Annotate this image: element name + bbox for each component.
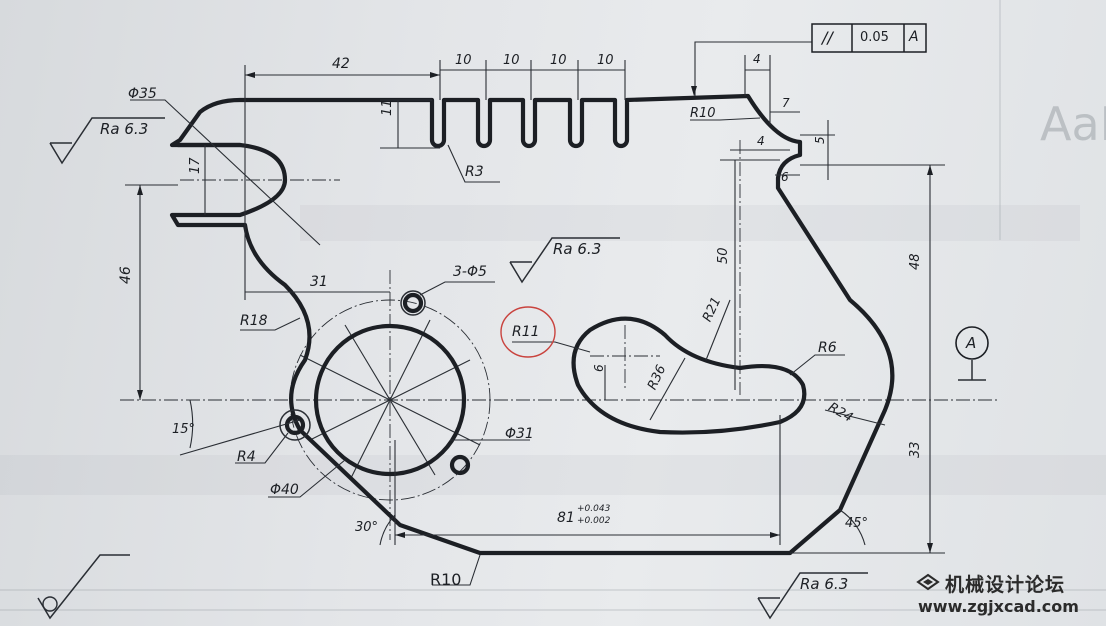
highlight-circle: [500, 306, 556, 358]
dim-height-46: 46: [118, 266, 134, 284]
dim-height-33: 33: [908, 441, 923, 458]
dim-angle-45: 45°: [845, 516, 869, 531]
roughness-bottom: Ra 6.3: [800, 575, 849, 593]
roughness-left: Ra 6.3: [100, 120, 149, 138]
dim-r18: R18: [240, 313, 268, 329]
datum-circle: [955, 326, 989, 360]
dim-pitch-2: 10: [503, 53, 520, 68]
dim-slot-height: 11: [380, 99, 395, 116]
dim-top-4b: 4: [757, 134, 765, 148]
watermark-logo-icon: [916, 573, 940, 591]
dim-length-81: 81: [557, 510, 575, 526]
dim-r10-bottom: R10: [430, 570, 462, 589]
center-lines: [120, 140, 1000, 540]
watermark-url: www.zgjxcad.com: [918, 597, 1079, 616]
svg-text:AaBbC: AaBbC: [1040, 97, 1106, 151]
dim-42: 42: [332, 56, 350, 72]
dim-height-48: 48: [908, 253, 923, 270]
dim-slot-radius: R3: [465, 164, 484, 180]
tolerance-symbol: //: [822, 28, 833, 47]
dim-pitch-3: 10: [550, 53, 567, 68]
dim-angle-15: 15°: [172, 422, 196, 437]
dim-top-5: 5: [813, 136, 827, 144]
dim-val-6: 6: [592, 364, 606, 372]
dim-r11: R11: [512, 324, 540, 340]
dim-x-31: 31: [310, 274, 328, 290]
dim-dia-40: Φ40: [270, 482, 299, 498]
dim-r4: R4: [237, 449, 256, 465]
tolerance-datum: A: [909, 29, 919, 45]
dim-holes: 3-Φ5: [453, 264, 487, 280]
dimension-lines: [125, 41, 986, 586]
roughness-middle: Ra 6.3: [553, 240, 602, 258]
dim-height-50: 50: [716, 247, 731, 264]
dimension-arrows: [137, 72, 933, 553]
dim-pitch-1: 10: [455, 53, 472, 68]
dim-top-4: 4: [753, 52, 761, 66]
roughness-symbols: [37, 117, 868, 620]
dim-tol-lower: +0.002: [577, 516, 611, 526]
dim-tol-upper: +0.043: [577, 504, 611, 514]
dim-r6: R6: [818, 340, 837, 356]
dim-dia-31: Φ31: [505, 426, 534, 442]
datum-label: A: [966, 334, 977, 352]
dim-r10-top: R10: [690, 106, 716, 121]
background-bleed: AaBbC: [0, 0, 1106, 611]
dim-pitch-4: 10: [597, 53, 614, 68]
dim-angle-30: 30°: [355, 520, 379, 535]
dim-dia-35: Φ35: [128, 86, 157, 102]
dim-slot-width: 17: [188, 157, 203, 174]
watermark-site-name: 机械设计论坛: [945, 574, 1066, 596]
tolerance-frame: [811, 23, 927, 53]
dim-top-6: 6: [781, 170, 789, 184]
part-outline: [169, 93, 895, 556]
tolerance-value: 0.05: [860, 30, 889, 45]
dim-top-7: 7: [782, 96, 790, 110]
